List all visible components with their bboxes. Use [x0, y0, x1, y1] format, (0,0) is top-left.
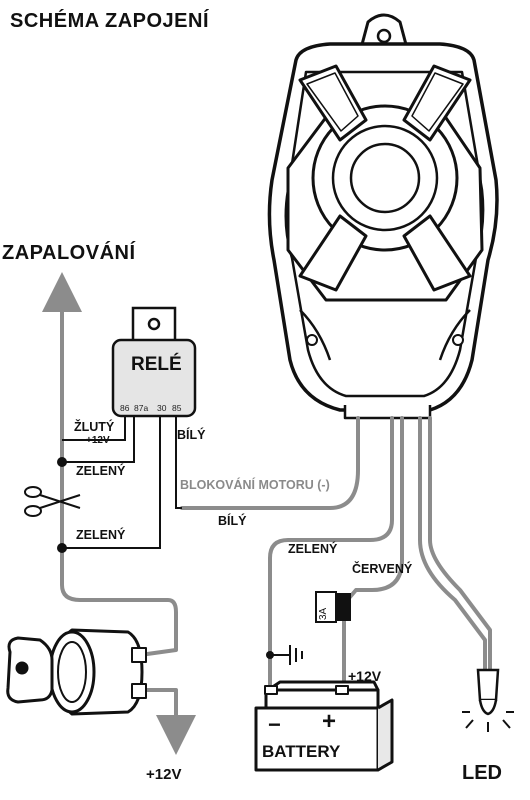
green-wire-87a [62, 415, 135, 463]
battery [254, 680, 394, 772]
scissors-icon [24, 486, 81, 517]
led-wire-2 [428, 416, 492, 672]
relay-pin-87a: 87a [134, 403, 149, 413]
bottom-12v-wire [138, 688, 196, 755]
relay-pin-30: 30 [157, 403, 167, 413]
green-wire-30 [62, 415, 161, 549]
relay-pin-85: 85 [172, 403, 182, 413]
yellow-wire-voltage: +12V [86, 435, 110, 446]
green-wire-label-1: ZELENÝ [76, 464, 126, 478]
white-wire-siren [180, 416, 360, 510]
led-label: LED [462, 762, 502, 784]
siren [267, 13, 499, 420]
fuse-label: 3A [318, 607, 329, 620]
white-wire-label-2: BÍLÝ [218, 514, 247, 528]
engine-block-label: BLOKOVÁNÍ MOTORU (-) [180, 478, 330, 492]
fuse [315, 591, 351, 623]
white-wire-label-1: BÍLÝ [177, 428, 206, 442]
yellow-wire [62, 415, 126, 441]
key-switch-wire-top [60, 558, 178, 657]
white-wire-85 [175, 415, 182, 509]
relay [111, 306, 197, 418]
green-wire-label-2: ZELENÝ [76, 528, 126, 542]
junction-dots [57, 457, 274, 659]
led-icon [462, 668, 514, 732]
ignition-label: ZAPALOVÁNÍ [2, 242, 136, 264]
green-wire-label-3: ZELENÝ [288, 542, 338, 556]
red-wire-label: ČERVENÝ [352, 562, 413, 576]
battery-plus-voltage: +12V [348, 668, 382, 684]
red-wire [342, 416, 404, 606]
battery-label: BATTERY [262, 742, 341, 761]
relay-pin-86: 86 [120, 403, 130, 413]
ground-icon [270, 645, 303, 665]
battery-minus: − [268, 712, 281, 737]
bottom-voltage-label: +12V [146, 766, 182, 783]
diagram-title: SCHÉMA ZAPOJENÍ [10, 10, 210, 32]
battery-plus: + [322, 708, 337, 735]
relay-label: RELÉ [131, 354, 182, 375]
green-wire-battery [268, 416, 394, 692]
ignition-key-switch-icon [6, 628, 147, 716]
led-wire-1 [418, 416, 487, 672]
relay-wires [62, 415, 182, 549]
yellow-wire-label: ŽLUTÝ [74, 420, 115, 434]
